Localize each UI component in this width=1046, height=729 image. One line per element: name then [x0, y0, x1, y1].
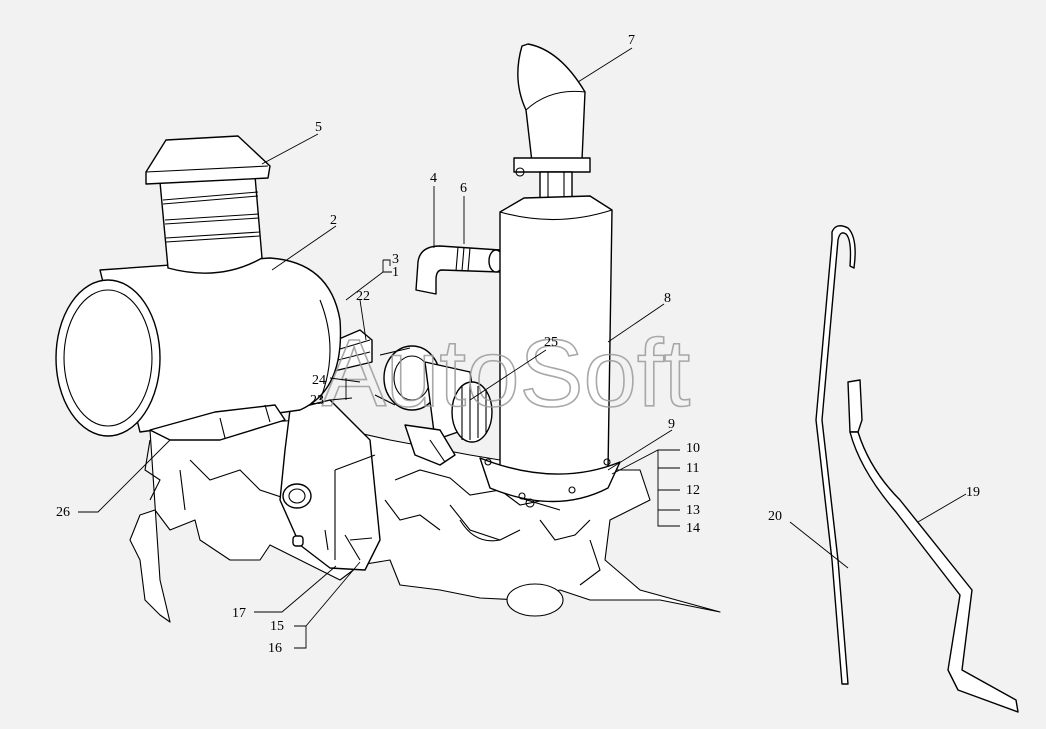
leader-lines	[78, 47, 967, 649]
callout-19: 19	[966, 485, 980, 500]
callout-17: 17	[232, 606, 246, 621]
callout-12: 12	[686, 483, 700, 498]
callout-13: 13	[686, 503, 700, 518]
elbow-pipe	[415, 245, 504, 295]
callout-14: 14	[686, 521, 700, 536]
callout-9: 9	[668, 417, 675, 432]
watermark-text: AutoSoft	[322, 320, 690, 427]
callout-3: 3	[392, 252, 399, 267]
exhaust-pipe	[513, 43, 591, 203]
callout-26: 26	[56, 505, 70, 520]
breather-pipe-20	[815, 225, 856, 685]
callout-23: 23	[310, 393, 324, 408]
hose-pipe-19	[847, 379, 1019, 713]
callout-24: 24	[312, 373, 326, 388]
callout-labels: 7 5 2 4 6 3 1 22 8 25 24 23 9 10 11 12 1…	[56, 33, 980, 656]
callout-10: 10	[686, 441, 700, 456]
callout-11: 11	[686, 461, 699, 476]
muffler	[479, 195, 621, 511]
callout-7: 7	[628, 33, 635, 48]
air-filter	[55, 135, 342, 441]
callout-25: 25	[544, 335, 558, 350]
callout-22: 22	[356, 289, 370, 304]
callout-1: 1	[392, 265, 399, 280]
callout-8: 8	[664, 291, 671, 306]
callout-15: 15	[270, 619, 284, 634]
callout-5: 5	[315, 120, 322, 135]
callout-20: 20	[768, 509, 782, 524]
callout-2: 2	[330, 213, 337, 228]
callout-6: 6	[460, 181, 467, 196]
intake-duct	[279, 399, 381, 571]
callout-4: 4	[430, 171, 437, 186]
callout-16: 16	[268, 641, 282, 656]
